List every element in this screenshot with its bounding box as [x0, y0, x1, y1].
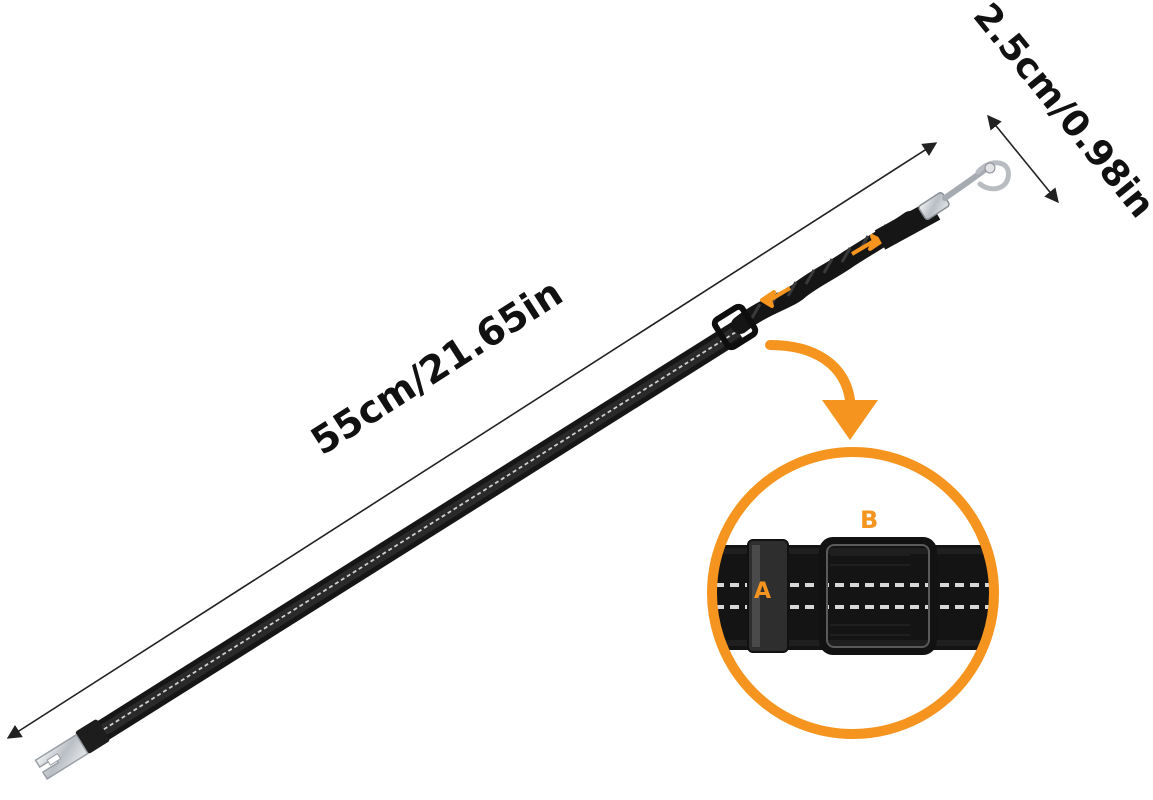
length-label: 55cm/21.65in — [303, 270, 570, 463]
label-b: B — [860, 506, 878, 534]
callout-arrow-icon — [765, 340, 855, 405]
strap-adjuster — [711, 303, 759, 351]
slider-buckle-b — [819, 537, 937, 655]
stretch-arrow-right — [850, 234, 884, 256]
swivel-clip — [918, 160, 1011, 220]
label-a: A — [754, 579, 771, 604]
detail-magnifier — [707, 447, 999, 739]
callout-arrowhead-icon — [822, 400, 878, 440]
width-dimension-line — [987, 114, 1059, 204]
width-label: 2.5cm/0.98in — [965, 0, 1153, 226]
stretch-arrow-left — [760, 286, 792, 308]
seatbelt-strap — [90, 321, 744, 745]
buckle-latch — [34, 719, 110, 780]
length-dimension-line — [6, 142, 938, 739]
